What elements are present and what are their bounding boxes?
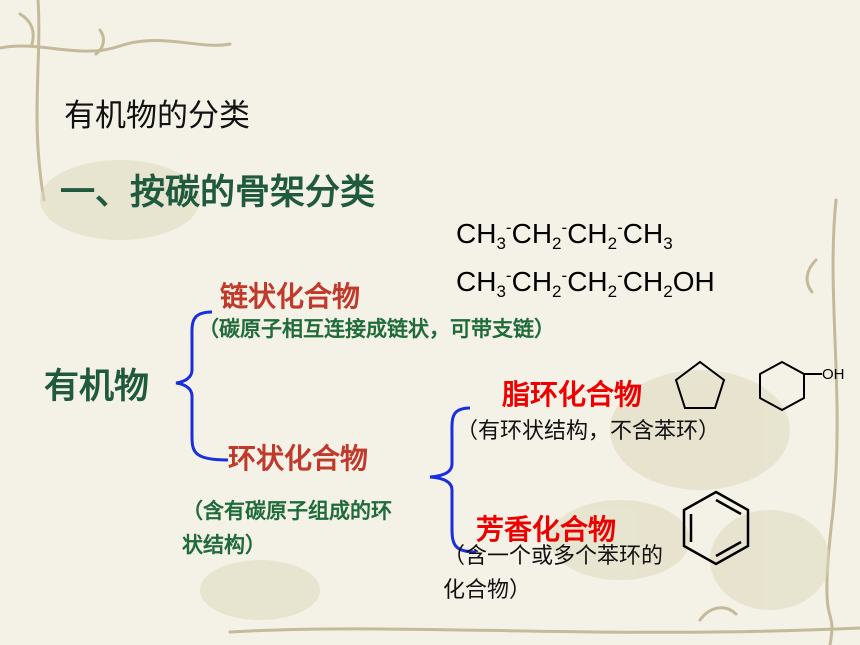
brace-main	[175, 310, 229, 462]
chain-compounds-label: 链状化合物	[220, 280, 361, 313]
cyclopentane-structure	[674, 360, 726, 409]
alicyclic-compounds-label: 脂环化合物	[502, 378, 643, 411]
aromatic-compounds-label: 芳香化合物	[476, 513, 617, 546]
chain-compounds-note: （碳原子相互连接成链状，可带支链）	[198, 317, 555, 341]
formula-butanol: CH3-CH2-CH2-CH2OH	[456, 266, 715, 301]
cyclic-compounds-label: 环状化合物	[228, 442, 369, 475]
page-title: 有机物的分类	[64, 98, 250, 134]
brace-cyclic	[429, 406, 477, 554]
cyclohexanol-structure: OH	[759, 360, 845, 412]
root-organic-compounds: 有机物	[44, 367, 150, 407]
section-heading: 一、按碳的骨架分类	[60, 173, 376, 213]
aromatic-compounds-note: （含一个或多个苯环的化合物）	[443, 544, 664, 603]
hydroxyl-label: OH	[822, 366, 845, 383]
formula-butane: CH3-CH2-CH2-CH3	[456, 218, 673, 253]
alicyclic-compounds-note: （有环状结构，不含苯环）	[456, 419, 721, 444]
benzene-structure	[682, 490, 750, 566]
cyclic-compounds-note: （含有碳原子组成的环状结构）	[182, 499, 392, 557]
